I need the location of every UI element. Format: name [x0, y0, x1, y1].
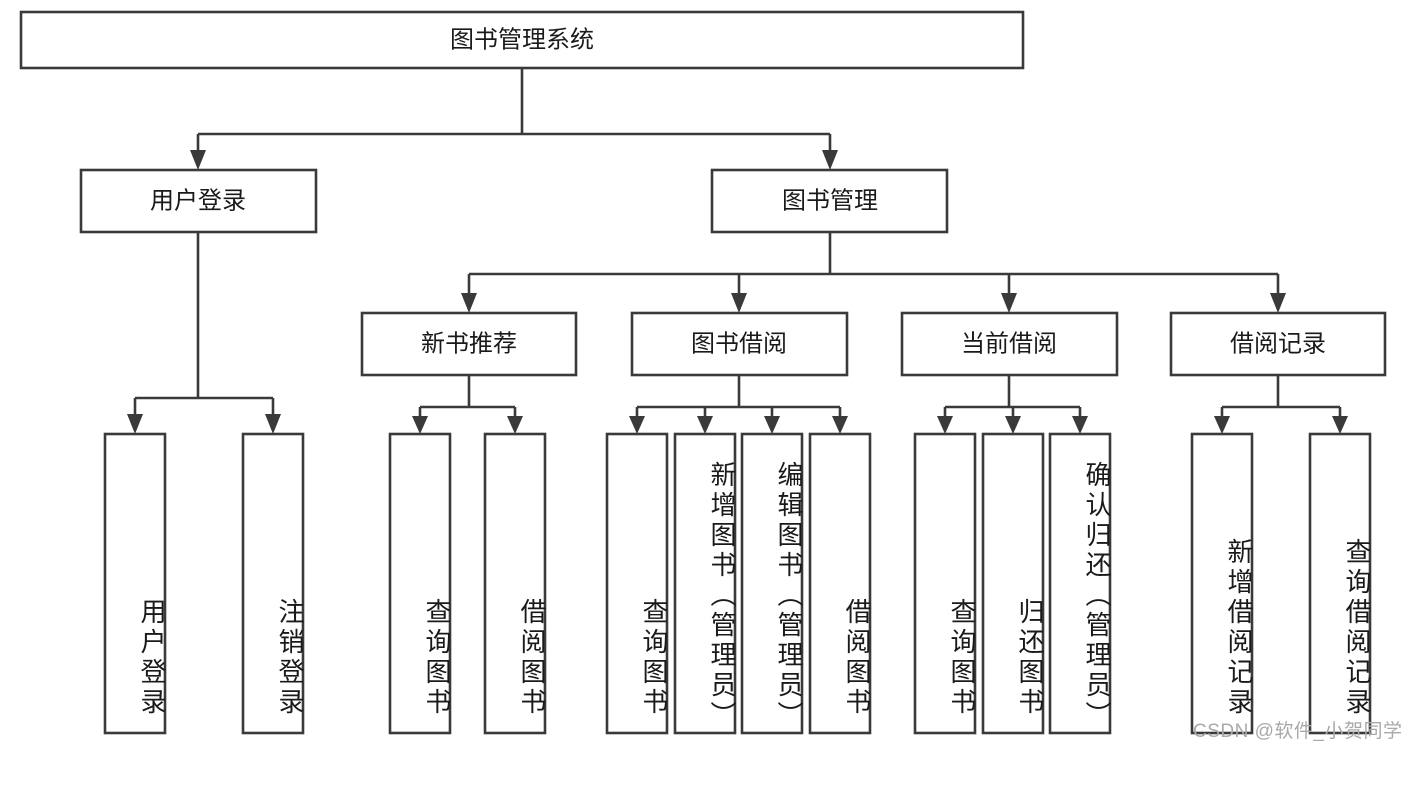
arrow-head-leaf-query-borrow-record — [1332, 416, 1348, 434]
connector-group-user-login — [127, 232, 281, 434]
arrow-head-leaf-return-book — [1005, 416, 1021, 434]
node-new-book-recommend-rect[interactable] — [360, 311, 578, 377]
node-root[interactable]: 图书管理系统 — [19, 10, 1025, 70]
arrow-head-leaf-add-borrow-record — [1214, 416, 1230, 434]
arrow-head-leaf-borrow-book — [832, 416, 848, 434]
diagram-root: 图书管理系统 用户登录 图书管理 新书推荐 图书借阅 当前借阅 借阅记录 — [19, 10, 1403, 742]
arrow-head-leaf-logout — [265, 414, 281, 434]
arrow-head-current-borrow — [1001, 293, 1017, 313]
node-new-book-recommend-label: 新书推荐 — [421, 330, 517, 357]
arrow-head-leaf-edit-book-admin — [764, 416, 780, 434]
arrow-head-leaf-query-book-borrow — [629, 416, 645, 434]
node-book-borrow[interactable]: 图书借阅 — [630, 311, 849, 377]
node-borrow-record[interactable]: 借阅记录 — [1169, 311, 1387, 377]
node-book-management-rect[interactable] — [710, 168, 949, 234]
leaf-return-book-rect[interactable] — [981, 432, 1045, 735]
node-book-management[interactable]: 图书管理 — [710, 168, 949, 234]
leaf-borrow-book-rect[interactable] — [808, 432, 872, 735]
arrow-head-leaf-query-book-current — [937, 416, 953, 434]
leaf-query-book-current-rect[interactable] — [913, 432, 977, 735]
node-user-login-label: 用户登录 — [150, 187, 246, 214]
connector-group-book-borrow — [629, 375, 848, 434]
connector-group-root — [190, 68, 838, 170]
connector-group-borrow-record — [1214, 375, 1348, 434]
leaf-confirm-return-admin-rect[interactable] — [1048, 432, 1112, 735]
arrow-head-new-book-recommend — [461, 293, 477, 313]
leaf-add-book-admin-rect[interactable] — [673, 432, 737, 735]
node-new-book-recommend[interactable]: 新书推荐 — [360, 311, 578, 377]
arrow-head-borrow-record — [1270, 293, 1286, 313]
connector-group-new-book-recommend — [412, 375, 523, 434]
leaf-query-book-recommend-rect[interactable] — [388, 432, 452, 735]
leaf-query-book-borrow-rect[interactable] — [605, 432, 669, 735]
node-borrow-record-label: 借阅记录 — [1230, 330, 1326, 357]
csdn-watermark: CSDN @软件_小贺同学 — [1193, 721, 1403, 742]
arrow-head-book-borrow — [731, 293, 747, 313]
arrow-head-leaf-user-login — [127, 414, 143, 434]
node-book-borrow-rect[interactable] — [630, 311, 849, 377]
leaf-borrow-book-recommend-rect[interactable] — [483, 432, 547, 735]
node-current-borrow-rect[interactable] — [900, 311, 1119, 377]
node-borrow-record-rect[interactable] — [1169, 311, 1387, 377]
node-user-login[interactable]: 用户登录 — [79, 168, 318, 234]
leaf-user-login-rect[interactable] — [103, 432, 167, 735]
connector-group-book-management — [461, 232, 1286, 313]
diagram-canvas: 图书管理系统 用户登录 图书管理 新书推荐 图书借阅 当前借阅 借阅记录 — [19, 10, 1387, 735]
node-book-management-label: 图书管理 — [782, 187, 878, 214]
connector-group-current-borrow — [937, 375, 1088, 434]
arrow-head-leaf-confirm-return-admin — [1072, 416, 1088, 434]
arrow-head-leaf-add-book-admin — [697, 416, 713, 434]
node-book-borrow-label: 图书借阅 — [691, 330, 787, 357]
arrow-head-book-management — [822, 150, 838, 170]
leaf-add-borrow-record-rect[interactable] — [1190, 432, 1254, 735]
node-user-login-rect[interactable] — [79, 168, 318, 234]
node-current-borrow[interactable]: 当前借阅 — [900, 311, 1119, 377]
arrow-head-leaf-borrow-book-recommend — [507, 416, 523, 434]
node-root-label: 图书管理系统 — [450, 26, 594, 53]
node-root-rect[interactable] — [19, 10, 1025, 70]
leaf-edit-book-admin-rect[interactable] — [740, 432, 804, 735]
leaf-logout-rect[interactable] — [241, 432, 305, 735]
arrow-head-user-login — [190, 150, 206, 170]
leaf-query-borrow-record-rect[interactable] — [1308, 432, 1372, 735]
arrow-head-leaf-query-book-recommend — [412, 416, 428, 434]
node-current-borrow-label: 当前借阅 — [961, 330, 1057, 357]
